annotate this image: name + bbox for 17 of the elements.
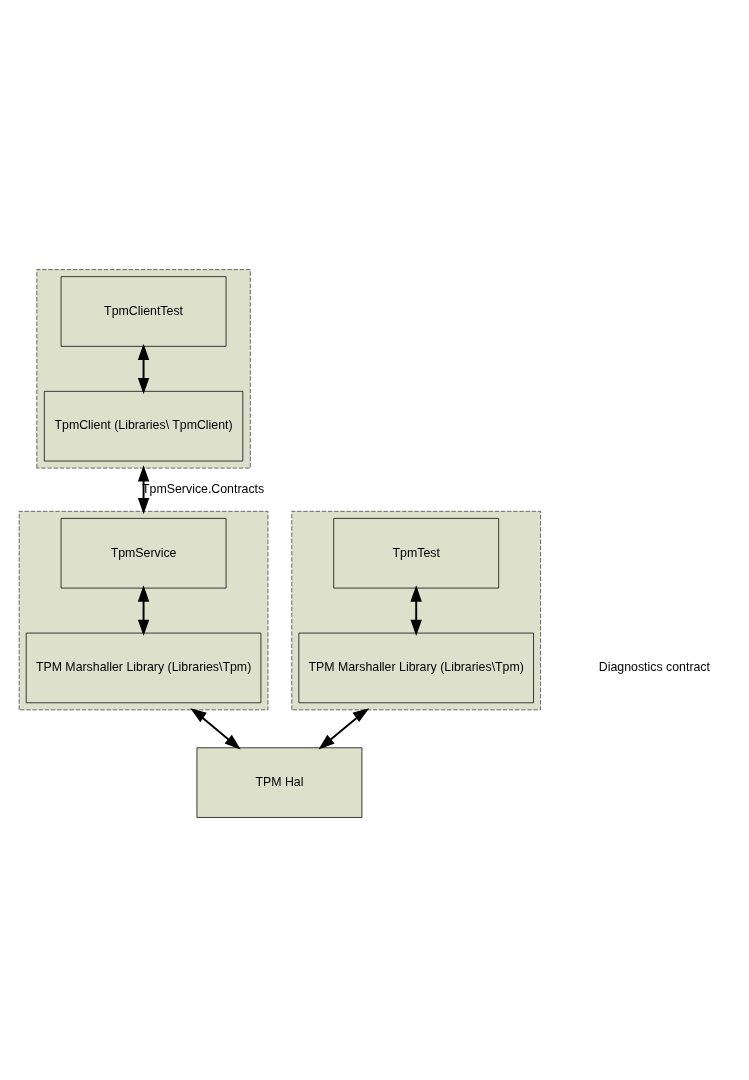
arrow bbox=[137, 465, 150, 515]
arrow bbox=[318, 708, 370, 750]
node-box: TpmClient (Libraries\ TpmClient) bbox=[43, 390, 244, 462]
cluster bbox=[291, 510, 542, 711]
node-box: TPM Hal bbox=[196, 747, 363, 818]
node-box: TPM Marshaller Library (Libraries\Tpm) bbox=[25, 632, 262, 704]
arrow bbox=[137, 585, 150, 636]
node-box: TPM Marshaller Library (Libraries\Tpm) bbox=[298, 632, 534, 704]
node-box: TpmService bbox=[60, 517, 227, 589]
arrow bbox=[410, 585, 422, 636]
cluster bbox=[36, 269, 251, 469]
arrow bbox=[137, 343, 150, 395]
label: Diagnostics contract bbox=[598, 660, 710, 675]
node-box: TpmTest bbox=[333, 517, 500, 589]
arrow bbox=[190, 708, 241, 750]
node-box: TpmClientTest bbox=[60, 276, 227, 347]
cluster bbox=[18, 510, 269, 711]
